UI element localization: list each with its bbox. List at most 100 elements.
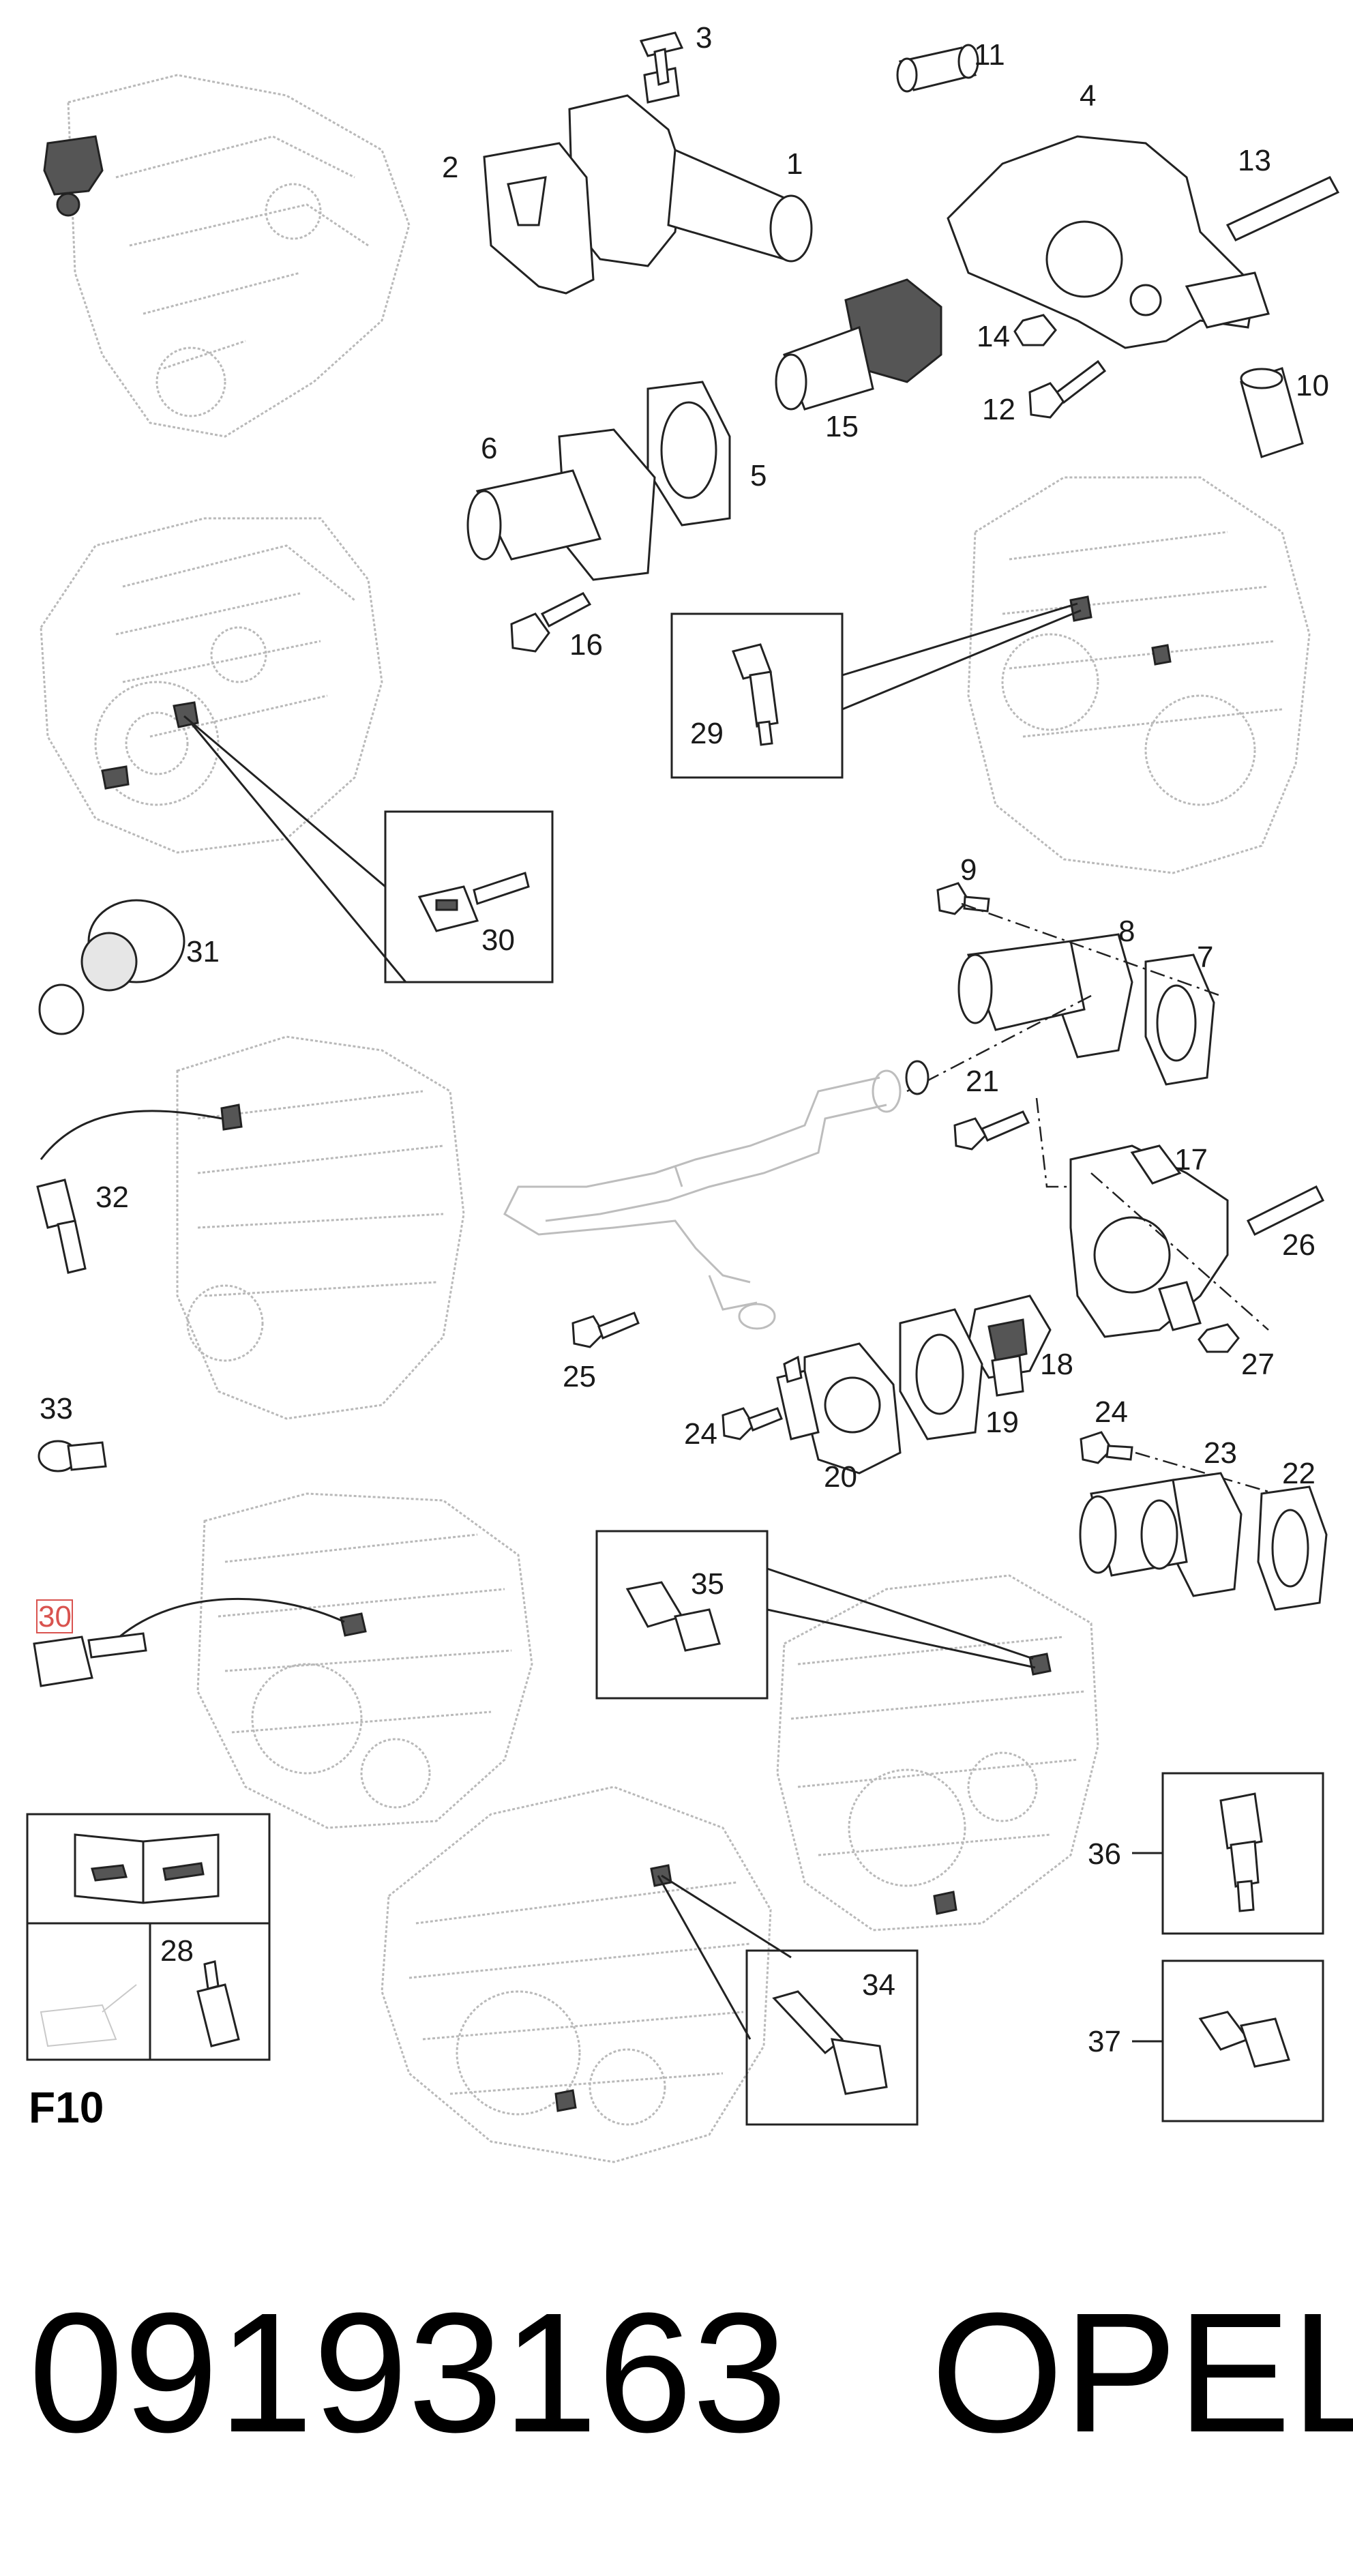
outlet-8 bbox=[957, 933, 1133, 1058]
hose-connector-10 bbox=[1240, 367, 1304, 458]
bolt-12 bbox=[1028, 359, 1107, 419]
leader-34-b bbox=[661, 1874, 792, 1959]
label-22: 22 bbox=[1282, 1457, 1315, 1490]
temperature-sensor-30 bbox=[417, 872, 530, 932]
label-36: 36 bbox=[1088, 1837, 1121, 1871]
leader-35-a bbox=[767, 1567, 1034, 1660]
thermostat-housing-1 bbox=[568, 67, 813, 267]
brand: OPEL bbox=[931, 2277, 1353, 2468]
label-12: 12 bbox=[982, 393, 1015, 426]
label-33: 33 bbox=[40, 1392, 73, 1425]
leader-29-a bbox=[842, 602, 1078, 677]
gasket-22 bbox=[1257, 1485, 1328, 1611]
label-23: 23 bbox=[1204, 1436, 1237, 1470]
bolt-9 bbox=[936, 882, 990, 915]
engine-lower-left bbox=[196, 1492, 533, 1829]
temperature-sensor-36 bbox=[1219, 1792, 1263, 1912]
label-37: 37 bbox=[1088, 2025, 1121, 2058]
bolt-21 bbox=[953, 1110, 1030, 1151]
section-code: F10 bbox=[29, 2083, 104, 2132]
label-9: 9 bbox=[960, 853, 977, 887]
label-3: 3 bbox=[696, 21, 712, 55]
temperature-sensor-30-alt bbox=[33, 1632, 147, 1687]
label-24-left: 24 bbox=[684, 1417, 717, 1451]
sealant-tube-icon bbox=[196, 1960, 240, 2047]
coolant-housing-4 bbox=[947, 135, 1270, 349]
leader-35-b bbox=[767, 1608, 1036, 1669]
bolt-24-left bbox=[722, 1407, 783, 1440]
temperature-sensor-29 bbox=[732, 643, 779, 746]
dash-line-17 bbox=[1090, 1172, 1269, 1331]
coolant-pipe bbox=[503, 1069, 902, 1330]
outlet-23 bbox=[1079, 1472, 1243, 1597]
label-4: 4 bbox=[1080, 79, 1096, 113]
part-number-labels: 1 2 3 4 5 6 7 8 9 10 11 12 13 14 15 16 1… bbox=[36, 21, 1329, 2058]
dash-line-21 bbox=[1035, 1097, 1084, 1188]
hose-connector-11 bbox=[896, 44, 979, 93]
gasket-19 bbox=[899, 1308, 983, 1440]
label-31: 31 bbox=[186, 935, 220, 968]
label-6: 6 bbox=[481, 432, 497, 465]
dash-line-9 bbox=[961, 902, 1221, 997]
label-21: 21 bbox=[966, 1065, 999, 1098]
engine-lower-right bbox=[776, 1574, 1099, 1931]
engine-thumbnail-top bbox=[43, 74, 411, 438]
thermostat-housing-17 bbox=[1069, 1144, 1229, 1338]
plug-31 bbox=[38, 899, 185, 1035]
label-18: 18 bbox=[1040, 1348, 1073, 1381]
temperature-sensor-37 bbox=[1198, 2011, 1290, 2068]
dash-line-8 bbox=[906, 994, 1092, 1093]
nut-27 bbox=[1198, 1323, 1240, 1353]
label-16: 16 bbox=[569, 628, 603, 662]
temperature-sensor-35 bbox=[625, 1581, 721, 1652]
label-20: 20 bbox=[824, 1460, 857, 1494]
stud-13 bbox=[1225, 176, 1340, 241]
leader-30-b bbox=[190, 722, 407, 983]
label-30: 30 bbox=[481, 923, 515, 957]
outlet-6 bbox=[466, 428, 656, 581]
bolt-3 bbox=[639, 31, 684, 86]
plug-33 bbox=[38, 1440, 107, 1472]
label-19: 19 bbox=[985, 1406, 1019, 1439]
workshop-manual-icon bbox=[74, 1833, 220, 1904]
engine-left bbox=[40, 517, 383, 854]
label-15: 15 bbox=[825, 410, 859, 443]
label-32: 32 bbox=[95, 1181, 129, 1214]
thermostat-15 bbox=[775, 278, 942, 411]
label-1: 1 bbox=[786, 147, 803, 181]
leader-34-a bbox=[657, 1875, 752, 2040]
bolt-25 bbox=[571, 1312, 640, 1348]
label-26: 26 bbox=[1282, 1228, 1315, 1262]
arrow-30 bbox=[119, 1597, 345, 1638]
label-35: 35 bbox=[691, 1567, 724, 1601]
gasket-5 bbox=[646, 381, 731, 527]
arrow-32 bbox=[40, 1110, 222, 1160]
bolt-16 bbox=[510, 592, 592, 653]
label-2: 2 bbox=[442, 151, 458, 184]
outlet-20 bbox=[776, 1342, 902, 1475]
callout-box-29 bbox=[670, 612, 844, 779]
label-5: 5 bbox=[750, 459, 767, 492]
stud-26 bbox=[1246, 1185, 1325, 1237]
temperature-sensor-32 bbox=[36, 1179, 87, 1274]
label-30-highlighted: 30 bbox=[38, 1600, 72, 1633]
label-11: 11 bbox=[974, 38, 1005, 72]
callout-box-35 bbox=[595, 1530, 769, 1700]
oil-can-icon bbox=[40, 1984, 137, 2047]
gasket-7 bbox=[1144, 953, 1215, 1086]
manual-icon-box bbox=[26, 1813, 271, 2061]
label-24-right: 24 bbox=[1095, 1395, 1128, 1429]
label-34: 34 bbox=[862, 1968, 895, 2002]
callout-box-30 bbox=[384, 810, 554, 983]
label-10: 10 bbox=[1296, 369, 1329, 402]
engine-right bbox=[967, 476, 1311, 874]
label-27: 27 bbox=[1241, 1348, 1275, 1381]
leader-29-b bbox=[842, 609, 1082, 711]
label-8: 8 bbox=[1118, 915, 1135, 948]
leader-30-a bbox=[183, 715, 386, 888]
label-7: 7 bbox=[1197, 941, 1213, 974]
engine-lower-middle bbox=[381, 1786, 772, 2163]
label-17: 17 bbox=[1174, 1143, 1208, 1176]
engine-mid-left bbox=[176, 1035, 465, 1420]
nut-14 bbox=[1013, 314, 1057, 346]
